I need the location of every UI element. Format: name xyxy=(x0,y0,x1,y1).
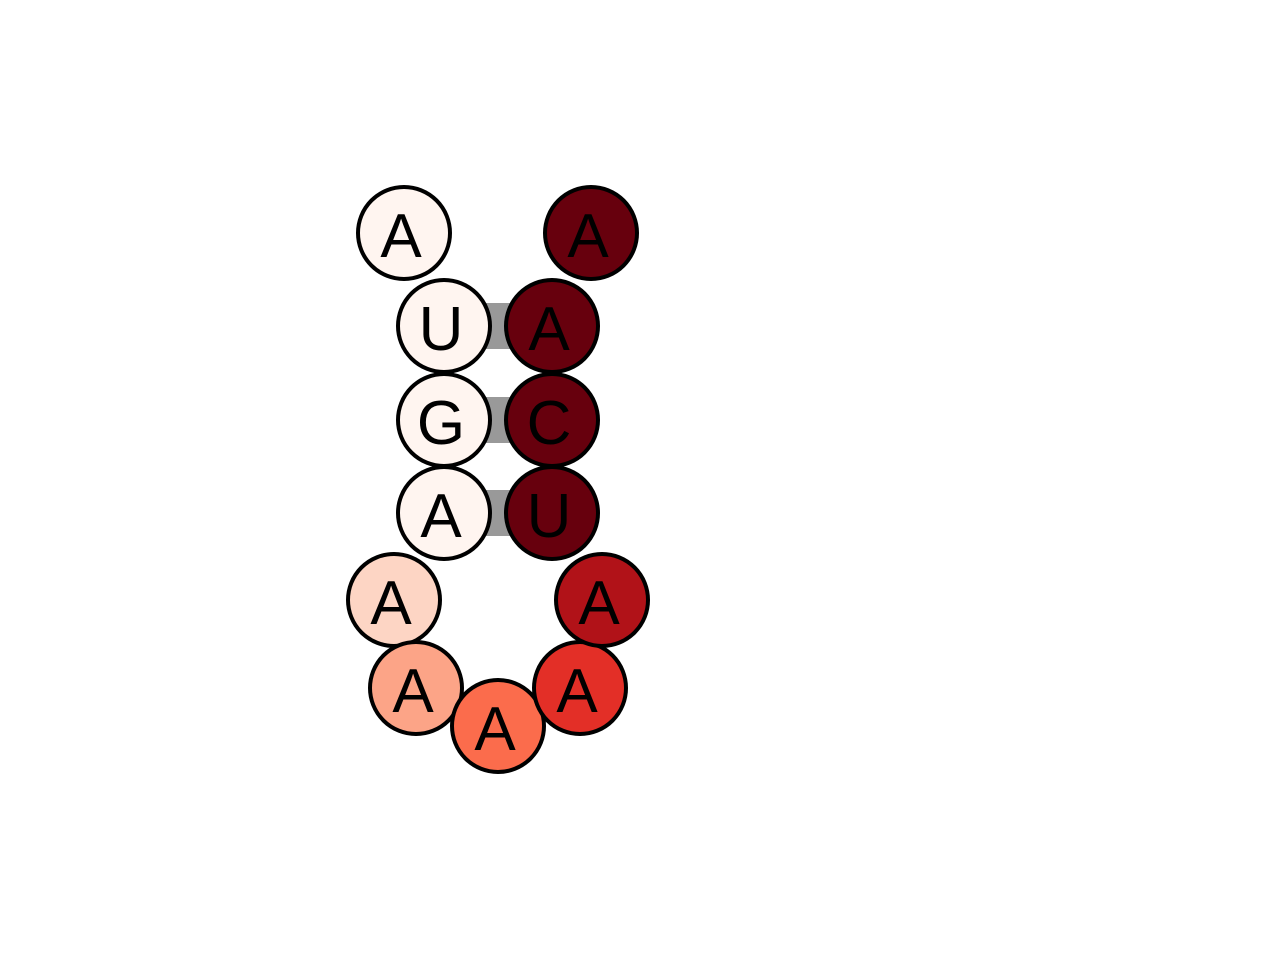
nucleotide-circle xyxy=(368,640,464,736)
nucleotide-base-label: A xyxy=(380,202,422,271)
nucleotide-circle xyxy=(356,185,452,281)
nucleotide-2: U xyxy=(396,278,492,374)
nucleotide-circle xyxy=(396,465,492,561)
nucleotide-base-label: U xyxy=(527,482,572,551)
nucleotide-base-label: A xyxy=(392,657,434,726)
nucleotide-circle xyxy=(554,552,650,648)
nucleotide-13: A xyxy=(543,185,639,281)
nucleotide-base-label: C xyxy=(527,389,572,458)
nucleotide-base-label: U xyxy=(419,295,464,364)
nucleotide-4: A xyxy=(396,465,492,561)
nucleotide-base-label: A xyxy=(528,295,570,364)
nucleotide-3: G xyxy=(396,372,492,468)
nucleotide-circle xyxy=(543,185,639,281)
nucleotide-base-label: A xyxy=(474,695,516,764)
nucleotide-6: A xyxy=(368,640,464,736)
nucleotide-circle xyxy=(450,678,546,774)
nucleotide-base-label: A xyxy=(370,569,412,638)
nucleotide-base-label: A xyxy=(420,482,462,551)
nucleotide-base-label: G xyxy=(417,389,465,458)
nucleotide-7: A xyxy=(450,678,546,774)
nucleotide-10: U xyxy=(504,465,600,561)
nucleotide-base-label: A xyxy=(556,657,598,726)
nucleotide-base-label: A xyxy=(567,202,609,271)
nucleotide-9: A xyxy=(554,552,650,648)
nucleotide-11: C xyxy=(504,372,600,468)
nucleotide-1: A xyxy=(356,185,452,281)
nucleotide-circle xyxy=(504,278,600,374)
nucleotide-base-label: A xyxy=(578,569,620,638)
nucleotide-8: A xyxy=(532,640,628,736)
nucleotide-5: A xyxy=(346,552,442,648)
nucleotide-12: A xyxy=(504,278,600,374)
